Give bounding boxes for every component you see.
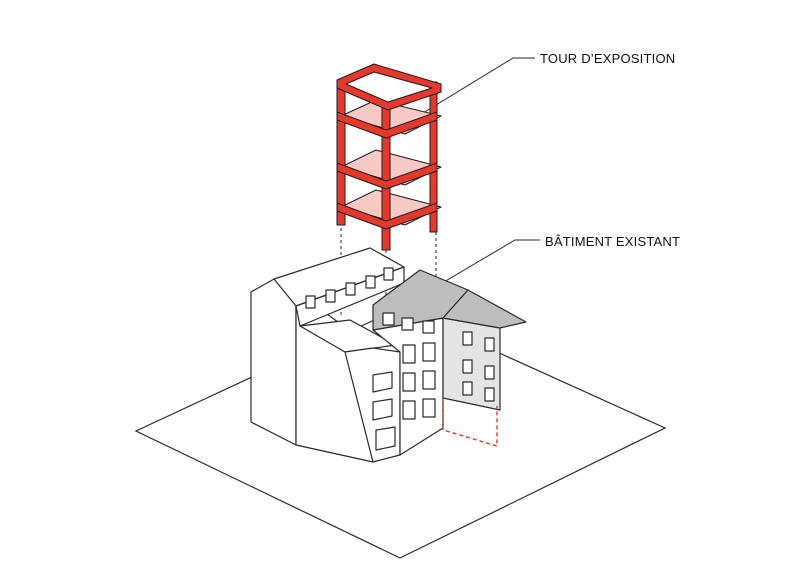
gable-wall-left xyxy=(250,278,297,446)
right-roof xyxy=(442,289,527,329)
demolition-outline xyxy=(442,398,498,447)
tower-top-opening xyxy=(345,71,433,103)
right-facade-windows xyxy=(462,331,495,402)
courtyard-openings xyxy=(372,371,396,451)
label-existing-building: BÂTIMENT EXISTANT xyxy=(545,234,681,249)
tower-beams xyxy=(336,111,438,230)
label-tower: TOUR D’EXPOSITION xyxy=(540,51,676,66)
exhibition-tower xyxy=(336,63,442,251)
dormer-windows-left xyxy=(305,267,394,309)
dormer-windows-middle xyxy=(382,312,435,334)
existing-building xyxy=(250,247,527,463)
middle-facade-windows xyxy=(402,342,436,420)
